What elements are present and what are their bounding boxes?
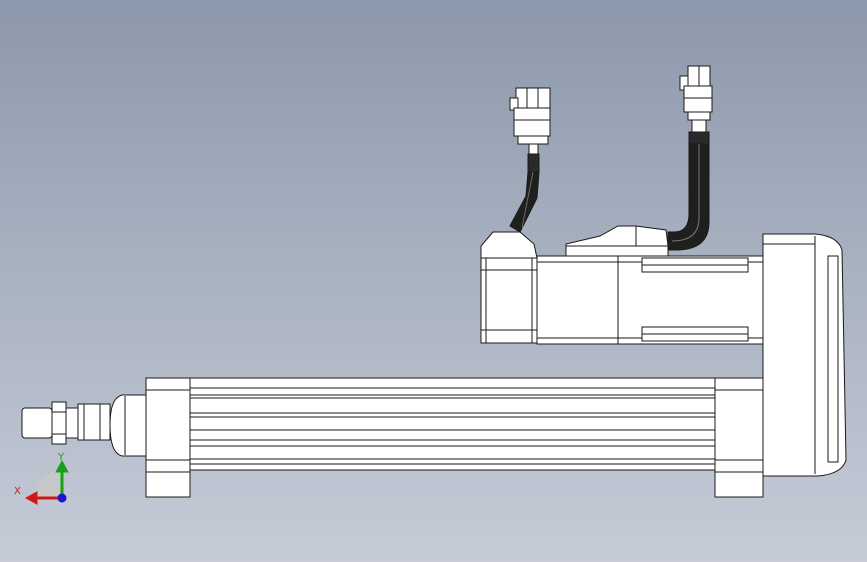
rear-end-block[interactable]	[714, 377, 764, 498]
front-flange[interactable]	[145, 377, 191, 498]
encoder-connector-boss	[480, 231, 538, 259]
z-axis-dot	[57, 493, 67, 503]
piston-rod[interactable]	[77, 394, 147, 457]
connector-plug-left[interactable]	[509, 87, 551, 145]
rod-end-nut[interactable]	[21, 401, 79, 445]
motor-power-cable[interactable]	[667, 117, 710, 251]
electric-cylinder-body[interactable]	[189, 377, 716, 471]
motor-encoder-cable[interactable]	[509, 143, 540, 233]
motor-front-flange	[480, 257, 538, 344]
power-connector-boss	[565, 225, 669, 257]
servo-motor[interactable]	[480, 225, 764, 345]
coordinate-triad	[24, 459, 69, 505]
connector-plug-right[interactable]	[679, 65, 713, 121]
cylinder-tube	[189, 377, 716, 471]
x-axis-label: X	[14, 486, 21, 497]
rear-coupling-housing[interactable]	[762, 233, 847, 477]
rod-boss	[109, 394, 147, 457]
y-axis-label: Y	[57, 452, 65, 463]
